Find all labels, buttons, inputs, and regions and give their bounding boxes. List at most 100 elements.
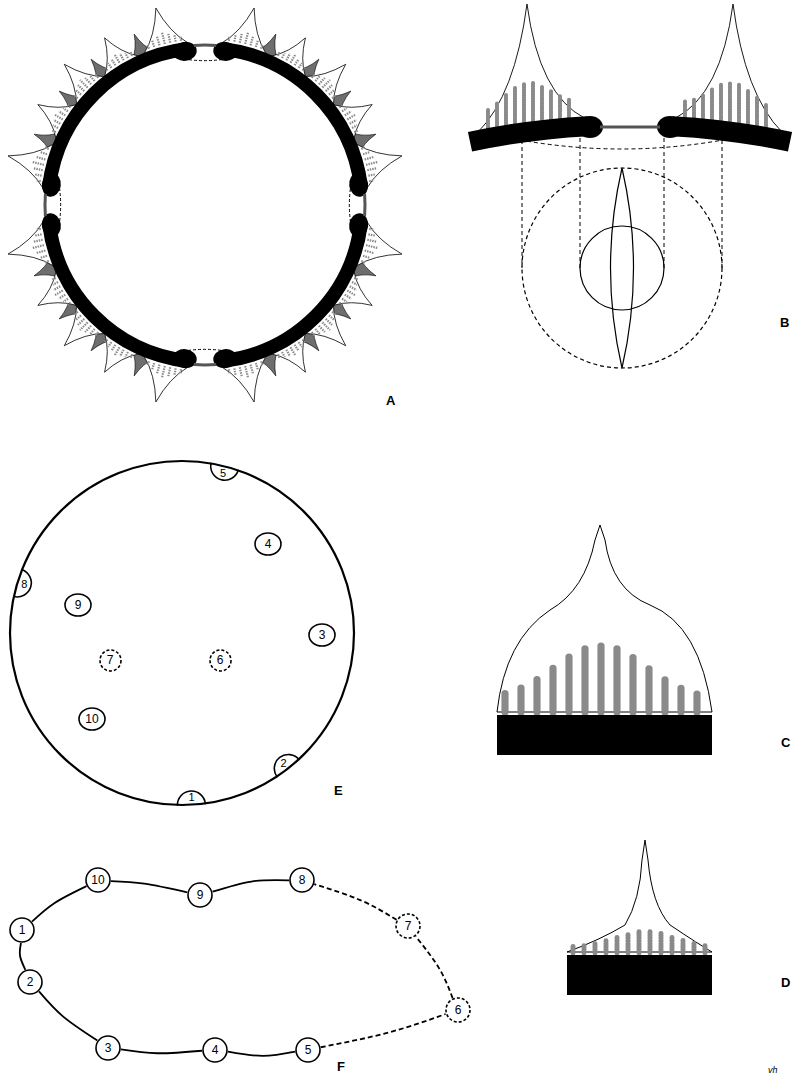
striation xyxy=(34,234,41,235)
striation xyxy=(354,278,357,280)
marker-half-circle xyxy=(268,749,299,777)
striation xyxy=(350,286,357,290)
striation xyxy=(347,115,355,120)
striation xyxy=(278,52,280,55)
projection-line xyxy=(722,140,723,268)
striation xyxy=(52,131,55,133)
striation xyxy=(549,667,556,712)
wall-bulb xyxy=(212,348,238,370)
striation xyxy=(54,286,61,290)
callout-number: 1 xyxy=(19,924,26,936)
striation xyxy=(157,36,160,45)
striation xyxy=(565,656,572,712)
striation xyxy=(368,234,375,235)
striation xyxy=(295,59,299,65)
callout-number: 4 xyxy=(265,538,272,550)
marker-circle xyxy=(396,914,420,938)
marker-circle xyxy=(290,868,314,892)
striation xyxy=(53,282,58,285)
section-marker: 5 xyxy=(209,459,237,487)
wall-bulb xyxy=(212,40,238,62)
striation xyxy=(245,366,248,378)
marker-ellipse xyxy=(255,533,281,555)
striation xyxy=(40,152,47,154)
marker-ellipse xyxy=(309,624,335,646)
striation xyxy=(78,85,84,91)
striation xyxy=(105,68,107,71)
striation xyxy=(90,329,94,334)
loop-connector xyxy=(32,886,87,922)
striation xyxy=(593,944,598,953)
striation xyxy=(76,315,81,319)
wall-bulb xyxy=(40,212,62,238)
striation xyxy=(363,152,370,154)
marker-ellipse xyxy=(79,708,105,730)
callout-number: 7 xyxy=(405,920,412,932)
striation xyxy=(322,322,330,330)
striation xyxy=(367,240,377,242)
sequence-marker: 8 xyxy=(289,867,315,893)
marker-half-circle xyxy=(208,463,239,484)
section-circle xyxy=(10,461,354,805)
striation xyxy=(157,365,160,374)
marker-circle xyxy=(446,998,470,1022)
striation xyxy=(737,85,741,124)
marker-circle xyxy=(203,1038,227,1062)
sequence-marker: 4 xyxy=(202,1037,228,1063)
striation xyxy=(342,108,347,111)
section-marker: 2 xyxy=(270,749,298,777)
striation xyxy=(299,342,302,347)
spine xyxy=(497,525,712,712)
section-marker: 7 xyxy=(99,649,122,672)
loop-connector xyxy=(111,881,187,892)
wall-bulb xyxy=(657,116,683,138)
striation xyxy=(677,688,684,712)
aperture-bridge xyxy=(363,194,366,216)
striation xyxy=(513,88,517,125)
aperture-bridge xyxy=(194,44,216,47)
striation xyxy=(75,95,78,98)
striation xyxy=(80,80,88,88)
inner-circle xyxy=(580,226,664,310)
striation xyxy=(366,162,378,165)
striation xyxy=(326,85,332,91)
striation xyxy=(746,90,750,125)
panel-letter: B xyxy=(780,316,789,329)
loop-connector xyxy=(213,880,289,892)
loop-connector xyxy=(228,1052,295,1056)
striation xyxy=(637,931,642,953)
wall-ring xyxy=(49,224,186,361)
sequence-marker: 6 xyxy=(445,997,471,1023)
signature: vh xyxy=(768,1066,778,1075)
striation xyxy=(361,147,366,149)
striation xyxy=(63,108,68,111)
aperture-bridge xyxy=(600,126,660,129)
striation xyxy=(345,295,351,299)
loop-connector xyxy=(20,943,26,970)
striation xyxy=(363,256,370,258)
loop-connector xyxy=(121,1049,202,1053)
callout-number: 10 xyxy=(91,874,104,886)
section-marker: 8 xyxy=(10,571,38,599)
callout-number: 5 xyxy=(305,1044,312,1056)
striation xyxy=(261,44,263,49)
striation xyxy=(692,99,696,119)
wall-bulb xyxy=(172,348,198,370)
striation xyxy=(228,369,231,374)
striation xyxy=(613,649,620,712)
projection-line xyxy=(522,140,523,268)
striation xyxy=(125,53,128,58)
panel-letter: E xyxy=(334,784,343,797)
striation xyxy=(369,179,374,182)
wall-band xyxy=(470,126,588,142)
sequence-marker: 7 xyxy=(395,913,421,939)
striation xyxy=(111,59,115,65)
striation xyxy=(522,84,526,124)
dashed-circle xyxy=(522,168,722,368)
callout-number: 8 xyxy=(21,579,27,590)
striation xyxy=(648,931,653,953)
sequence-marker: 3 xyxy=(95,1035,121,1061)
striation xyxy=(256,40,258,47)
striation xyxy=(755,98,759,127)
